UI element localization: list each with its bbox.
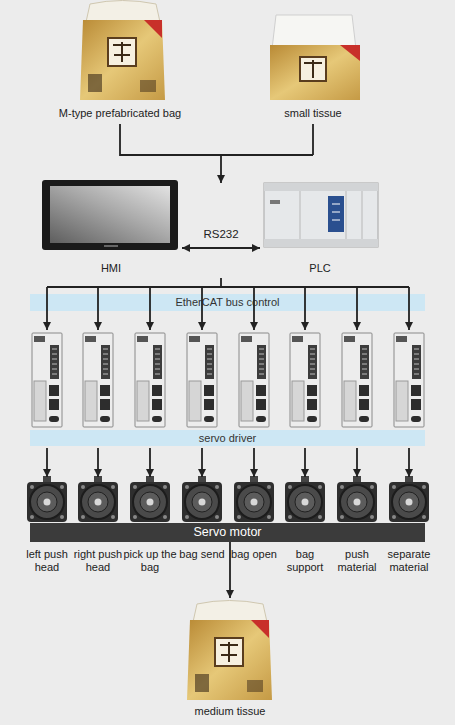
bag-illustration: [80, 1, 165, 101]
servo-driver: [239, 333, 269, 427]
part-name: bag open: [227, 548, 281, 561]
medium-tissue-illustration: [187, 601, 272, 701]
part-name: right push head: [71, 548, 125, 574]
bus-arrow: [253, 287, 255, 330]
drive-arrow: [149, 448, 151, 477]
edge-label: RS232: [203, 228, 238, 241]
servo-motor: [130, 476, 170, 522]
node-label: servo driver: [199, 432, 256, 445]
bus-arrow: [356, 287, 358, 330]
bus-wire: [47, 278, 409, 287]
node-label: HMI: [101, 262, 121, 275]
bus-arrow: [304, 287, 306, 330]
drive-arrow: [408, 448, 410, 477]
part-name: bag send: [175, 548, 229, 561]
part-name: left push head: [20, 548, 74, 574]
plc-terminal-strip: [264, 183, 378, 191]
node-label: EtherCAT bus control: [175, 296, 279, 309]
plc-terminal-strip: [264, 239, 378, 247]
tissue-illustration: [270, 15, 360, 100]
node-label: Servo motor: [193, 526, 261, 539]
bus-arrow: [46, 287, 48, 330]
servo-driver: [394, 333, 424, 427]
servo-motor: [337, 476, 377, 522]
plc-unit: PLC: [260, 178, 380, 275]
node-label: medium tissue: [195, 705, 266, 718]
bus-arrows: [47, 287, 409, 330]
bus-arrow: [97, 287, 99, 330]
servo-driver: [135, 333, 165, 427]
product-image: medium tissue: [175, 598, 285, 718]
bus-arrow: [408, 287, 410, 330]
servo-motor: [27, 476, 67, 522]
servo-driver: [32, 333, 62, 427]
drive-arrow: [356, 448, 358, 477]
servo-driver: [187, 333, 217, 427]
connector-arrow: [229, 542, 231, 598]
product-image: small tissue: [258, 10, 368, 120]
plc-led: [270, 200, 280, 204]
plc-module-marks: [332, 204, 340, 220]
servo-motor: [285, 476, 325, 522]
connector-arrow: [182, 247, 260, 249]
merge-arrow: [220, 155, 222, 183]
part-name: push material: [330, 548, 384, 574]
servo-driver: [290, 333, 320, 427]
plc-module: [328, 196, 344, 232]
drive-arrow: [97, 448, 99, 477]
plc-seams: [300, 191, 362, 239]
drive-arrow: [253, 448, 255, 477]
node-label: small tissue: [284, 107, 341, 120]
bus-arrow: [149, 287, 151, 330]
plc-illustration: [264, 183, 378, 247]
drive-arrow: [46, 448, 48, 477]
node-label: PLC: [309, 262, 330, 275]
plc-case: [264, 183, 378, 247]
hmi-illustration: [42, 180, 178, 250]
hmi-screen: [50, 186, 170, 243]
bus-band: EtherCAT bus control: [30, 294, 425, 311]
product-image: M-type prefabricated bag: [50, 0, 190, 120]
node-label: M-type prefabricated bag: [59, 107, 181, 120]
merge-wire: [120, 124, 313, 155]
servo-motor: [182, 476, 222, 522]
driver-band: servo driver: [30, 430, 425, 446]
servo-motor: [78, 476, 118, 522]
servo-motor: [389, 476, 429, 522]
part-name: pick up the bag: [123, 548, 177, 574]
motor-band: Servo motor: [30, 523, 425, 542]
bus-arrow: [201, 287, 203, 330]
hmi-unit: HMI: [40, 178, 182, 275]
part-name: bag support: [278, 548, 332, 574]
drive-arrow: [201, 448, 203, 477]
drive-arrow: [304, 448, 306, 477]
drive-arrows: [47, 448, 409, 477]
part-name: separate material: [382, 548, 436, 574]
hmi-bezel: [42, 180, 178, 250]
servo-motor: [234, 476, 274, 522]
servo-driver: [342, 333, 372, 427]
hmi-logo: [104, 245, 118, 247]
servo-driver: [83, 333, 113, 427]
